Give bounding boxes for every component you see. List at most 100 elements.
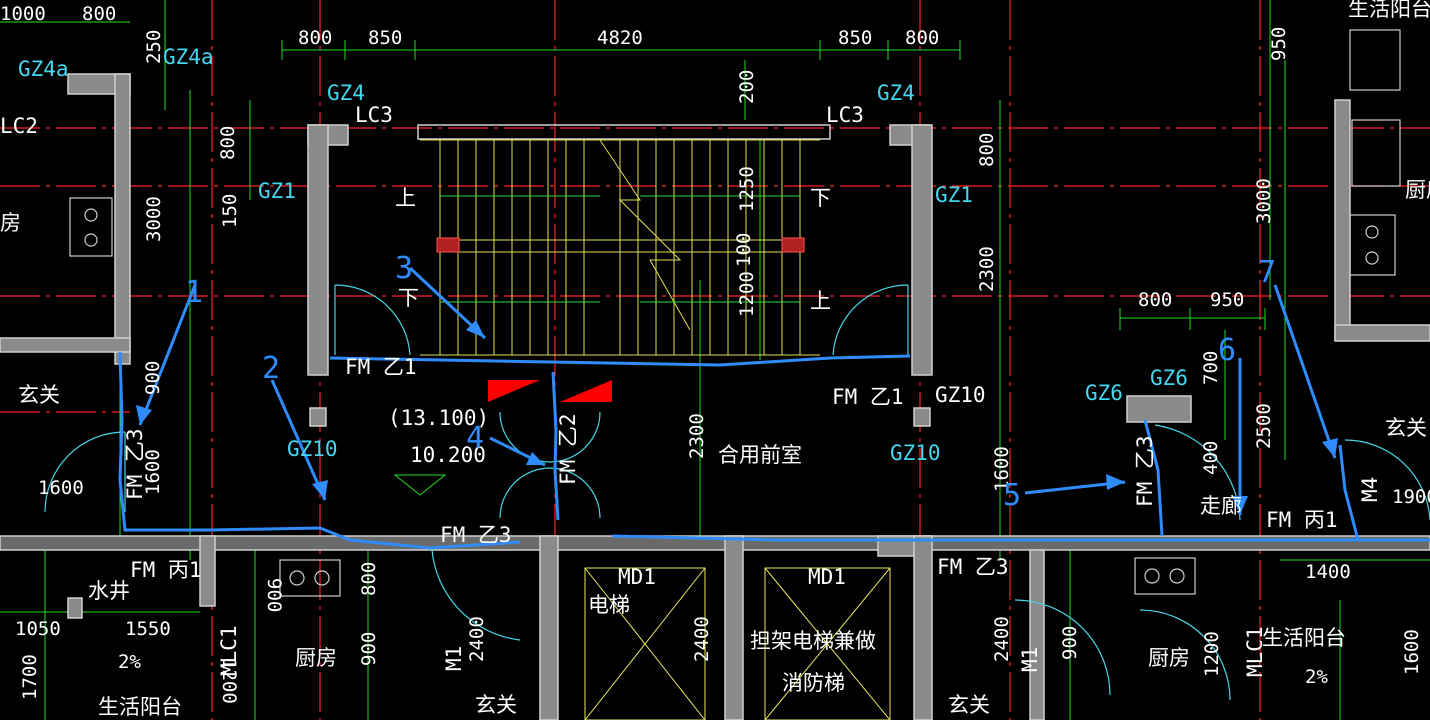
door-swings: [44, 284, 1430, 701]
inner-dimension-texts: 200 1250 100 1200 800 2300 3000 2500 400…: [118, 70, 1430, 704]
label-gz10-left: GZ10: [287, 437, 338, 461]
room-elevator: 电梯: [588, 593, 630, 617]
dim-inner-24: 2%: [118, 651, 141, 673]
door-md1-right: MD1: [808, 565, 846, 589]
door-fm-z3-left: FM 乙3: [123, 428, 147, 500]
structure-labels: GZ4a GZ4a GZ4 GZ4 LC3 LC3 GZ1 GZ1 GZ10 G…: [0, 45, 1188, 465]
room-shared-lobby: 合用前室: [718, 443, 802, 467]
dim-left-3: 3000: [143, 196, 165, 242]
room-kitchen-far-right: 厨房: [1405, 178, 1430, 202]
dim-inner-10: 700: [1200, 351, 1222, 385]
annotation-markings: [118, 351, 1430, 550]
door-fm-z2: FM 乙2: [556, 413, 580, 485]
annotation-2: 2: [262, 351, 280, 386]
dim-left-10: 1550: [125, 618, 171, 640]
dim-left-5: 900: [142, 361, 164, 395]
dim-inner-11: 800: [1138, 289, 1172, 311]
dim-inner-26: 2400: [991, 616, 1013, 662]
dim-inner-3: 100: [733, 233, 755, 267]
dim-inner-5: 800: [976, 133, 998, 167]
dim-inner-17: 2400: [691, 616, 713, 662]
dim-inner-20: 1600: [1401, 629, 1423, 675]
dim-inner-12: 950: [1210, 289, 1244, 311]
stair-up-left: 上: [395, 186, 416, 210]
top-dimension-texts: 1000 800 800 850 4820 850 800 950: [0, 3, 1290, 61]
dim-inner-21: 2300: [686, 413, 708, 459]
room-kitchen-left: 厨房: [295, 646, 337, 670]
level-marker: [393, 474, 447, 496]
dim-left-8: 1050: [15, 618, 61, 640]
door-fm-z1-left: FM 乙1: [345, 355, 417, 379]
room-balcony-bottom-right: 生活阳台: [1262, 626, 1346, 650]
dim-inner-14: 1400: [1305, 561, 1351, 583]
label-lc3-right: LC3: [826, 103, 864, 127]
dim-inner-4: 1200: [736, 271, 758, 317]
dim-top-2: 800: [82, 3, 116, 25]
annotation-5: 5: [1003, 478, 1021, 513]
door-mlc1-left: MLC1: [217, 625, 241, 676]
rail-end-right: [781, 237, 805, 253]
stair-up-right: 上: [810, 289, 831, 313]
dim-inner-6: 2300: [976, 246, 998, 292]
dim-top-4: 850: [368, 27, 402, 49]
dim-left-2: 800: [217, 126, 239, 160]
dim-inner-25: 2%: [1305, 666, 1328, 688]
room-entry-bottom-right: 玄关: [948, 693, 990, 717]
room-fire-elevator: 担架电梯兼做: [750, 629, 876, 653]
label-gz10-right: GZ10: [890, 441, 941, 465]
room-entry-right: 玄关: [1385, 416, 1427, 440]
label-gz4a-right: GZ4a: [163, 45, 214, 69]
dim-inner-22: 800: [358, 562, 380, 596]
label-gz4-right: GZ4: [877, 81, 915, 105]
dim-inner-2: 1250: [736, 166, 758, 212]
annotation-arrow-heads: [136, 320, 1338, 515]
door-labels: FM 乙1 FM 乙1 FM 乙2 FM 乙3 FM 乙3 FM 乙3 FM 乙…: [123, 355, 1338, 677]
label-gz1-left: GZ1: [258, 179, 296, 203]
fire-door-marker-left: [488, 380, 540, 402]
label-gz10-mid: GZ10: [935, 383, 986, 407]
level-10200: 10.200: [410, 443, 486, 467]
stair-down-left: 下: [398, 286, 419, 310]
dim-left-7: 1600: [38, 477, 84, 499]
rail-end-left: [436, 237, 460, 253]
dim-inner-13: 1900: [1392, 486, 1430, 508]
door-md1-left: MD1: [618, 565, 656, 589]
room-entry-bottom-left: 玄关: [475, 693, 517, 717]
dim-inner-19: 1200: [1201, 631, 1223, 677]
room-corridor: 走廊: [1200, 494, 1242, 518]
door-fm-b1-right: FM 丙1: [1266, 508, 1338, 532]
dim-inner-1: 200: [736, 70, 758, 104]
annotation-7: 7: [1258, 255, 1276, 290]
room-balcony-top-right: 生活阳台: [1348, 0, 1430, 21]
room-kitchen-right: 厨房: [1148, 646, 1190, 670]
room-balcony-bottom-left: 生活阳台: [98, 695, 182, 719]
door-fm-b1-left: FM 丙1: [130, 558, 202, 582]
door-fm-z3-center: FM 乙3: [440, 523, 512, 547]
dim-left-1: 250: [143, 30, 165, 64]
dim-inner-15: 900: [263, 578, 285, 612]
label-gz6-right: GZ6: [1150, 366, 1188, 390]
dim-top-7: 800: [905, 27, 939, 49]
label-gz4a-left: GZ4a: [18, 57, 69, 81]
room-fire-elevator-2: 消防梯: [782, 671, 845, 695]
door-m1-left: M1: [442, 646, 466, 671]
dim-inner-16: 2400: [466, 616, 488, 662]
dim-left-6: 1600: [142, 449, 164, 495]
annotation-numbers: 1 2 3 4 5 6 7: [185, 251, 1276, 513]
dim-left-9: 1700: [19, 654, 41, 700]
door-fm-z3-lower: FM 乙3: [937, 555, 1009, 579]
door-mlc1-right: MLC1: [1243, 626, 1267, 677]
label-lc2: LC2: [0, 114, 38, 138]
dim-left-4: 150: [219, 194, 241, 228]
dim-top-5: 4820: [597, 27, 643, 49]
dim-inner-9: 400: [1200, 441, 1222, 475]
door-fm-z3-right: FM 乙3: [1133, 435, 1157, 507]
dim-inner-7: 3000: [1253, 178, 1275, 224]
annotation-3: 3: [395, 251, 413, 286]
kitchen-fixtures: [69, 29, 1401, 597]
annotation-4: 4: [466, 421, 484, 456]
door-m4-right: M4: [1358, 477, 1382, 502]
dim-inner-23: 900: [358, 632, 380, 666]
